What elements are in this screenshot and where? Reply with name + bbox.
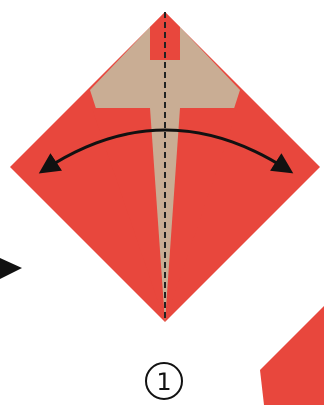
- triangle-pointer-icon: [0, 258, 22, 279]
- paper-corner-preview: [260, 306, 324, 405]
- step-number: 1: [156, 368, 171, 396]
